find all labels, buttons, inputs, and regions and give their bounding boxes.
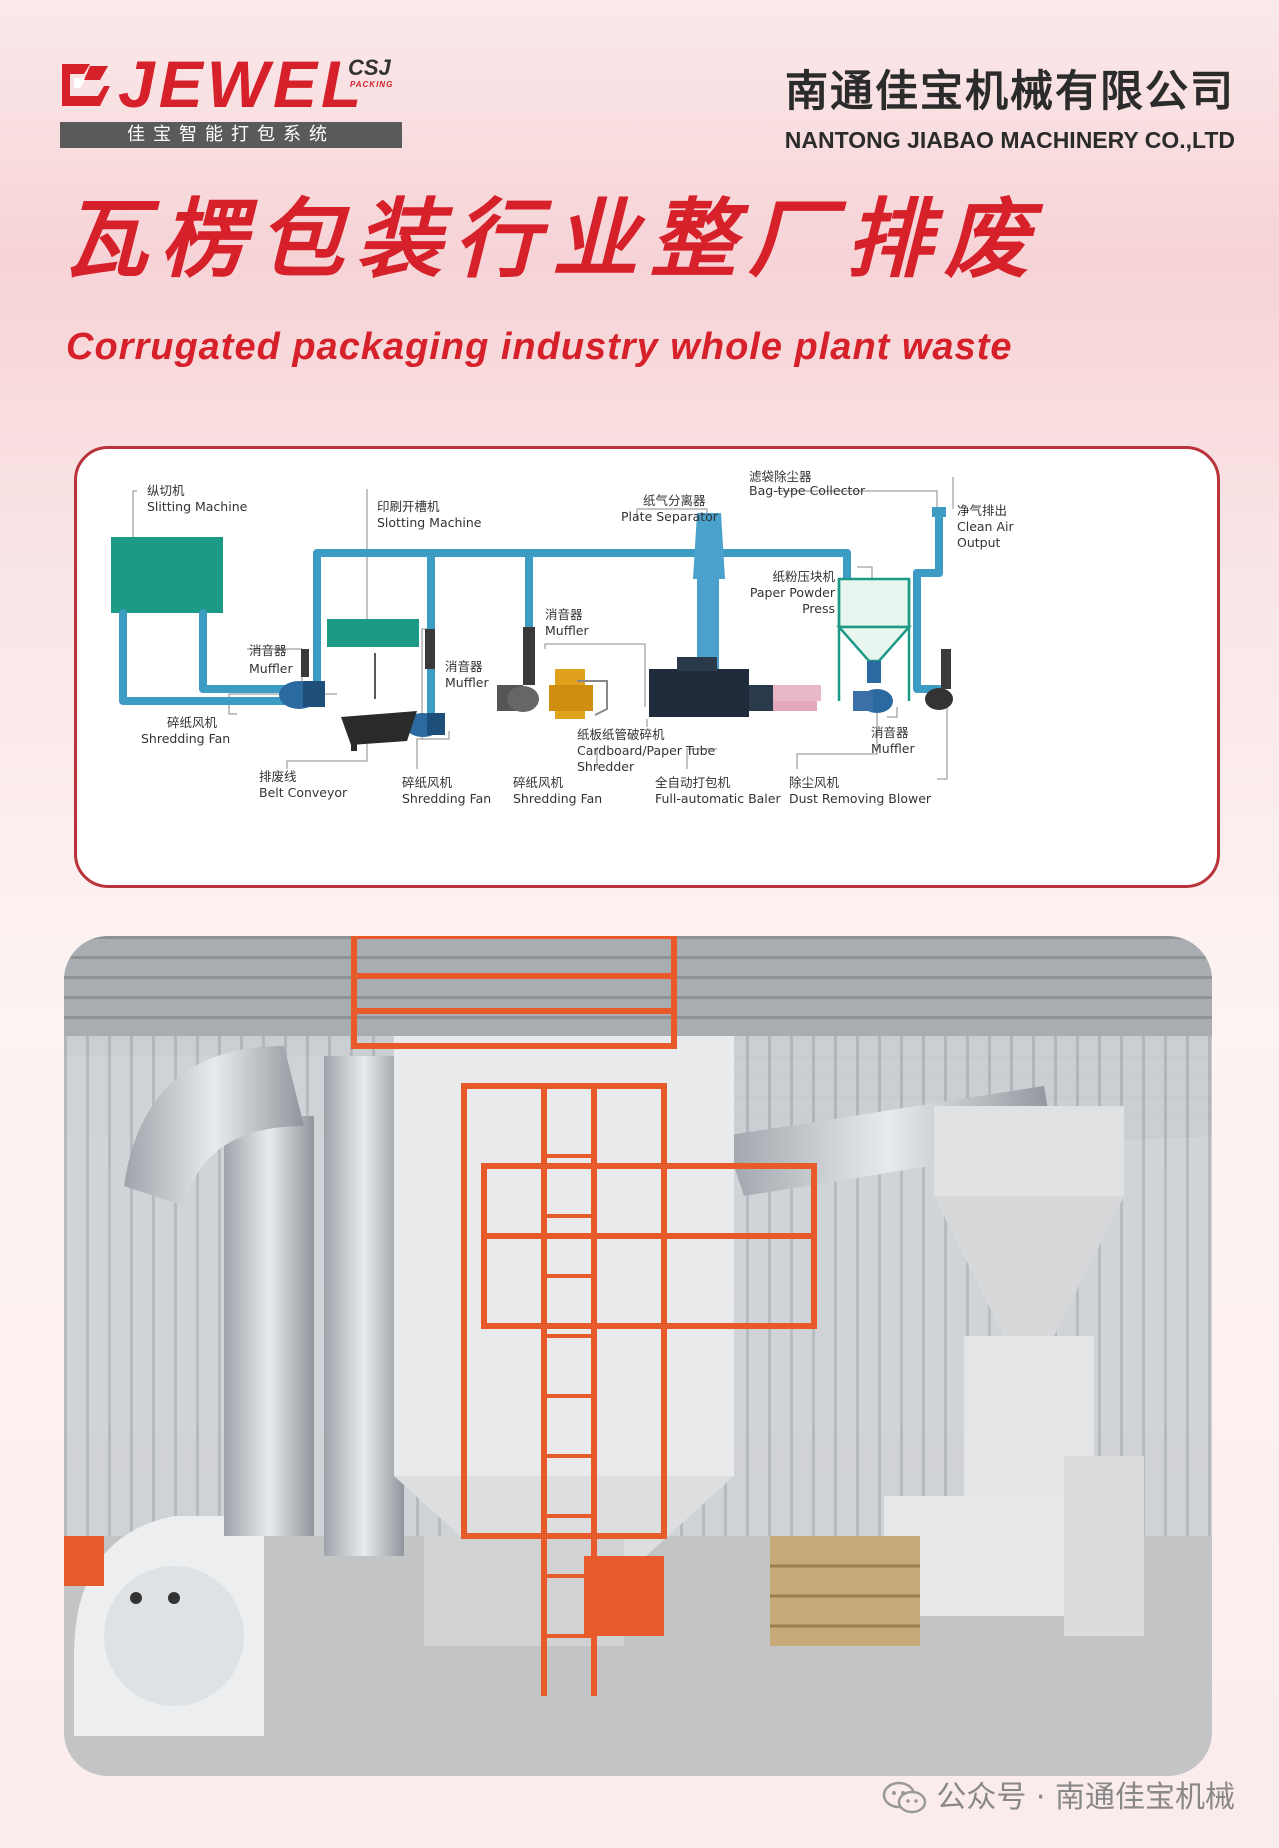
label-muffler2-en: Muffler (445, 675, 489, 690)
label-cleanair-cn: 净气排出 (957, 503, 1008, 518)
label-slitting-cn: 纵切机 (147, 483, 185, 498)
company-name-en: NANTONG JIABAO MACHINERY CO.,LTD (784, 127, 1235, 153)
label-belt-en: Belt Conveyor (259, 785, 348, 800)
label-muffler3-cn: 消音器 (545, 607, 583, 622)
label-fan3-en: Shredding Fan (513, 791, 603, 806)
logo-csj: CSJ (348, 55, 391, 80)
label-muffler3-en: Muffler (545, 623, 589, 638)
label-baler-cn: 全自动打包机 (655, 775, 731, 790)
watermark-text: 公众号 · 南通佳宝机械 (936, 1780, 1235, 1815)
process-diagram: 纵切机 Slitting Machine 消音器 Muffler 碎纸风机 Sh… (74, 446, 1220, 888)
logo-tagline: 佳宝智能打包系统 (60, 122, 402, 148)
label-cleanair-en2: Output (957, 535, 1001, 550)
label-muffler1-cn: 消音器 (249, 643, 287, 658)
label-muffler2-cn: 消音器 (445, 659, 483, 674)
label-baler-en: Full-automatic Baler (655, 791, 781, 806)
label-muffler4-en: Muffler (871, 741, 915, 756)
label-press-en1: Paper Powder (749, 585, 835, 600)
label-shredder-en2: Shredder (577, 759, 635, 774)
wechat-icon (883, 1781, 927, 1814)
label-separator-cn: 纸气分离器 (643, 493, 706, 508)
label-collector-en: Bag-type Collector (749, 483, 866, 498)
watermark: 公众号 · 南通佳宝机械 (882, 1778, 1235, 1818)
headline-en: Corrugated packaging industry whole plan… (66, 326, 1013, 368)
label-shredder-cn: 纸板纸管破碎机 (577, 727, 665, 742)
label-shredder-en1: Cardboard/Paper Tube (577, 743, 716, 758)
label-fan3-cn: 碎纸风机 (513, 775, 564, 790)
logo-mark-icon (62, 64, 110, 106)
label-slotting-en: Slotting Machine (377, 515, 482, 530)
logo-packing: PACKING (350, 80, 394, 89)
label-fan1-cn: 碎纸风机 (167, 715, 218, 730)
label-muffler1-en: Muffler (249, 661, 293, 676)
headline-cn: 瓦楞包装行业整厂排废 (62, 190, 1042, 290)
process-diagram-graphic (111, 477, 954, 780)
shredding-fans (279, 681, 953, 737)
logo-wordmark: JEWEL (118, 47, 366, 121)
label-separator-en: Plate Separator (621, 509, 718, 524)
company-name-cn: 南通佳宝机械有限公司 (785, 67, 1235, 117)
label-fan2-en: Shredding Fan (402, 791, 492, 806)
label-blower-en: Dust Removing Blower (789, 791, 932, 806)
label-cleanair-en1: Clean Air (957, 519, 1014, 534)
label-press-en2: Press (802, 601, 835, 616)
factory-photo-graphic (64, 936, 1212, 1776)
jewel-logo: JEWEL CSJ PACKING 佳宝智能打包系统 (58, 48, 408, 152)
label-belt-cn: 排废线 (259, 769, 297, 784)
label-collector-cn: 滤袋除尘器 (749, 469, 812, 484)
label-slotting-cn: 印刷开槽机 (377, 499, 440, 514)
label-slitting-en: Slitting Machine (147, 499, 248, 514)
label-fan1-en: Shredding Fan (141, 731, 231, 746)
factory-photo (64, 936, 1212, 1776)
label-fan2-cn: 碎纸风机 (402, 775, 453, 790)
label-press-cn: 纸粉压块机 (772, 569, 835, 584)
label-muffler4-cn: 消音器 (871, 725, 909, 740)
label-blower-cn: 除尘风机 (789, 775, 840, 790)
